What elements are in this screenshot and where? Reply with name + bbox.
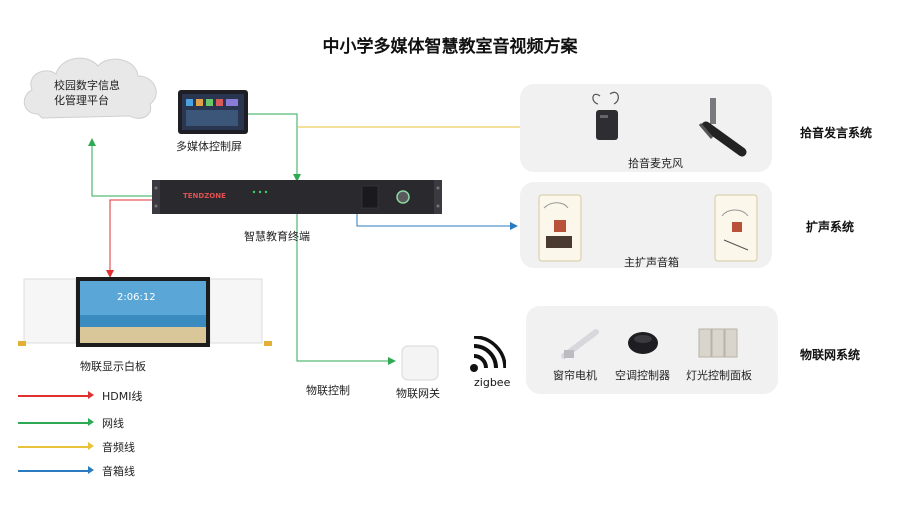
zigbee-label: zigbee [474, 376, 511, 389]
pickup-panel [520, 84, 772, 172]
page-title: 中小学多媒体智慧教室音视频方案 [322, 37, 578, 57]
cloud-label-line1: 校园数字信息 [54, 79, 120, 92]
network-line-cloud [88, 138, 160, 197]
cloud-label-line2: 化管理平台 [54, 94, 109, 107]
terminal-device-image [152, 180, 442, 214]
control-screen-image [178, 90, 248, 134]
terminal-label: 智慧教育终端 [244, 230, 310, 243]
curtain-motor-icon [561, 329, 599, 359]
legend-hdmi: HDMI线 [18, 388, 218, 404]
speaker-device-label: 主扩声音箱 [624, 256, 679, 269]
control-screen-label: 多媒体控制屏 [176, 140, 242, 153]
legend-audio: 音频线 [18, 439, 218, 455]
network-line-screen [238, 113, 301, 182]
whiteboard-image [18, 277, 272, 347]
pickup-system-title: 拾音发言系统 [800, 126, 873, 140]
legend-speaker: 音箱线 [18, 463, 218, 479]
ac-controller-icon [628, 332, 658, 354]
iot-device-light: 灯光控制面板 [686, 369, 752, 382]
legend-network-label: 网线 [102, 417, 124, 430]
gateway-label: 物联网关 [396, 387, 440, 400]
pickup-device-label: 拾音麦克风 [628, 157, 683, 170]
legend-audio-label: 音频线 [102, 441, 135, 454]
cloud-icon [23, 57, 157, 119]
iot-device-ac: 空调控制器 [615, 369, 670, 382]
light-panel-icon [698, 328, 738, 358]
whiteboard-clock: 2:06:12 [117, 292, 156, 303]
legend-hdmi-label: HDMI线 [102, 390, 143, 403]
wireless-signal-icon [470, 336, 506, 372]
iot-control-label: 物联控制 [306, 384, 350, 397]
speaker-left-icon [538, 194, 582, 262]
legend-network: 网线 [18, 415, 218, 431]
gateway-icon [401, 345, 439, 381]
whiteboard-label: 物联显示白板 [80, 360, 146, 373]
terminal-brand: TENDZONE [183, 192, 226, 200]
iot-device-curtain: 窗帘电机 [553, 369, 597, 382]
speaker-system-title: 扩声系统 [806, 220, 855, 234]
iot-system-title: 物联网系统 [800, 348, 861, 362]
hdmi-line [106, 199, 160, 278]
speaker-line [356, 212, 518, 230]
microphone-transmitter-icon [592, 91, 619, 140]
legend-speaker-label: 音箱线 [102, 465, 135, 478]
handheld-microphone-icon [698, 98, 747, 157]
cloud-platform-label: 校园数字信息 化管理平台 [54, 78, 120, 108]
iot-control-line [296, 212, 396, 365]
speaker-right-icon [714, 194, 758, 262]
